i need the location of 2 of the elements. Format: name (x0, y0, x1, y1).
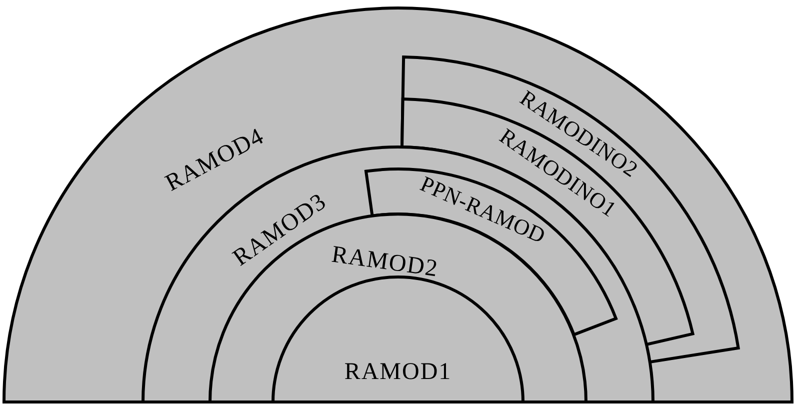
region-label: RAMOD1 (344, 360, 452, 384)
region-label: RAMOD2 (330, 242, 440, 282)
